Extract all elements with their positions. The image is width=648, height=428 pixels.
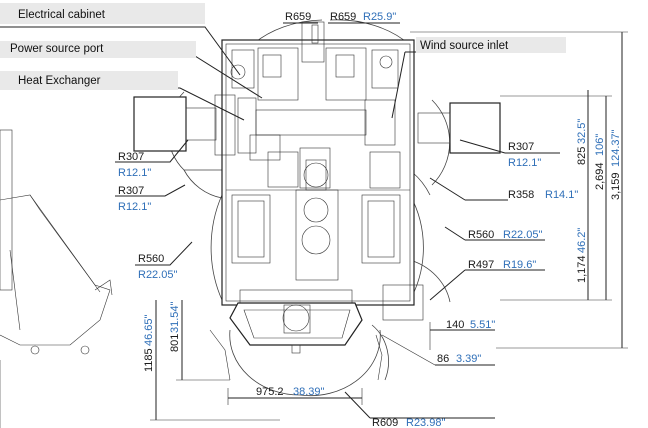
dim-825: 825 [576, 147, 588, 165]
dim-2694-inch: 106" [594, 134, 606, 156]
dim-2694: 2,694 [594, 162, 606, 190]
dim-r497-inch: R19.6" [503, 259, 536, 271]
dim-801: 801 [169, 334, 181, 352]
dim-975-inch: 38.39" [293, 386, 325, 398]
dim-left-r560-inch: R22.05" [138, 269, 177, 281]
callout-bar-heat [0, 71, 178, 90]
dimension-lines [115, 22, 628, 421]
dim-right-r560-inch: R22.05" [503, 229, 542, 241]
dim-r358: R358 [508, 189, 534, 201]
dim-left-r307-b: R307 [118, 185, 144, 197]
dim-r609-inch: R23.98" [406, 417, 445, 428]
dim-3159: 3,159 [610, 172, 622, 200]
side-units [133, 96, 501, 154]
side-view-conveyor [0, 129, 113, 428]
dim-right-r307: R307 [508, 141, 534, 153]
dim-1174: 1,174 [576, 255, 588, 283]
dim-left-r307-a-inch: R12.1" [118, 167, 151, 179]
dim-left-r307-a: R307 [118, 151, 144, 163]
dim-top-r659-b-inch: R25.9" [363, 11, 396, 23]
dim-1185: 1185 [143, 348, 155, 372]
dim-r358-inch: R14.1" [545, 189, 578, 201]
dim-86: 86 [437, 353, 449, 365]
dim-1174-inch: 46.2" [576, 228, 588, 253]
callout-wind-source-inlet: Wind source inlet [420, 40, 509, 52]
dim-left-r307-b-inch: R12.1" [118, 201, 151, 213]
dim-r497: R497 [468, 259, 494, 271]
dim-140-inch: 5.51" [470, 319, 495, 331]
callout-bar-wind [416, 37, 566, 53]
dim-801-inch: 31.54" [169, 301, 181, 333]
dim-top-r659-b: R659 [330, 11, 356, 23]
dim-left-r560: R560 [138, 253, 164, 265]
callout-bar-power [0, 41, 196, 58]
callout-electrical-cabinet: Electrical cabinet [18, 9, 106, 21]
dim-140: 140 [446, 319, 464, 331]
front-unit [209, 284, 424, 381]
dim-right-r560: R560 [468, 229, 494, 241]
callout-power-source-port: Power source port [10, 43, 104, 55]
callout-bar-electrical [0, 3, 205, 24]
dim-right-r307-inch: R12.1" [508, 157, 541, 169]
dim-975: 975.2 [256, 386, 284, 398]
dim-r609: R609 [372, 417, 398, 428]
dim-825-inch: 32.5" [576, 119, 588, 144]
machine-body [214, 21, 415, 306]
dim-1185-inch: 46.65" [143, 314, 155, 346]
dim-86-inch: 3.39" [456, 353, 481, 365]
dim-3159-inch: 124.37" [610, 129, 622, 167]
callout-heat-exchanger: Heat Exchanger [18, 75, 101, 87]
dim-top-r659-a: R659 [285, 11, 311, 23]
